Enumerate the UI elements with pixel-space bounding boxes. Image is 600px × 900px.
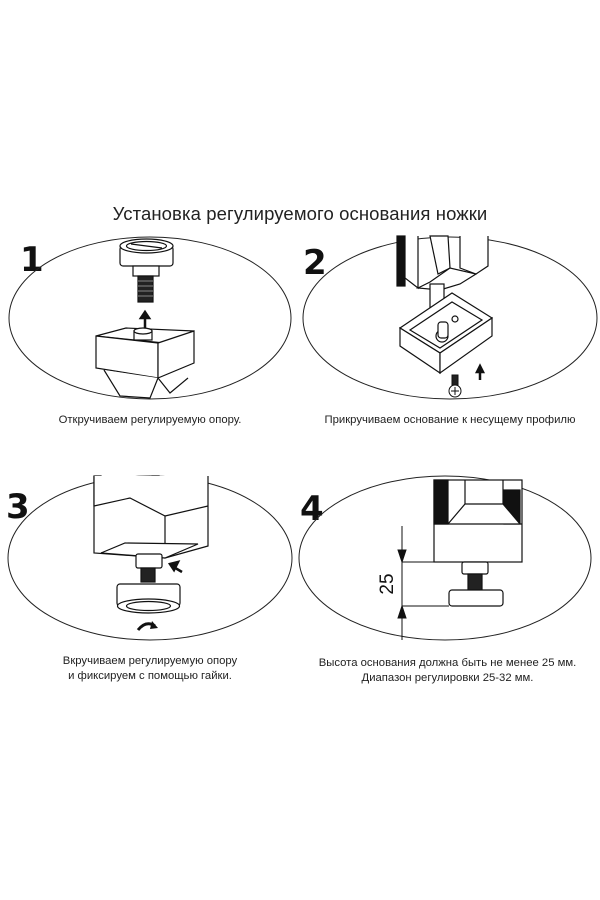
support-profile <box>396 235 489 311</box>
leg-base-block <box>95 327 195 399</box>
step-2-caption: Прикручиваем основание к несущему профил… <box>300 413 600 428</box>
caption-line: Откручиваем регулируемую опору. <box>58 414 242 426</box>
leg-profile-with-base <box>433 479 523 563</box>
step-2-frame <box>302 236 598 400</box>
caption-line: и фиксируем с помощью гайки. <box>68 670 232 682</box>
step-4-frame <box>298 475 592 641</box>
base-plate <box>398 292 494 375</box>
arrow-pointing-nut-icon <box>167 560 183 574</box>
step-1-caption: Откручиваем регулируемую опору. <box>0 413 300 428</box>
caption-line: Высота основания должна быть не менее 25… <box>318 657 577 669</box>
page-title: Установка регулируемого основания ножки <box>112 203 488 224</box>
adjustable-foot <box>116 553 181 614</box>
arrow-up-icon <box>138 309 152 328</box>
caption-line: Диапазон регулировки 25-32 мм. <box>361 672 534 684</box>
caption-line: Вкручиваем регулируемую опору <box>62 655 238 667</box>
step-2-illustration <box>302 235 598 400</box>
step-3-illustration <box>7 475 293 641</box>
arrow-up-icon <box>474 363 486 380</box>
screw-icon <box>448 374 462 398</box>
step-1-frame <box>8 236 292 400</box>
dimension-line <box>397 526 449 640</box>
step-2-number: 2 <box>303 243 327 283</box>
step-3-caption: Вкручиваем регулируемую опору и фиксируе… <box>0 654 300 684</box>
caption-line: Прикручиваем основание к несущему профил… <box>324 414 576 426</box>
dimension-label: 25 <box>377 573 398 594</box>
adjustable-foot <box>119 238 174 303</box>
step-4-caption: Высота основания должна быть не менее 25… <box>295 656 600 686</box>
step-1-illustration <box>8 236 292 400</box>
step-4-illustration: 25 <box>298 475 592 641</box>
step-3-number: 3 <box>6 487 30 527</box>
leg-profile-with-base <box>93 475 209 559</box>
adjustable-foot <box>448 561 504 607</box>
rotate-arrow-icon <box>136 621 158 631</box>
